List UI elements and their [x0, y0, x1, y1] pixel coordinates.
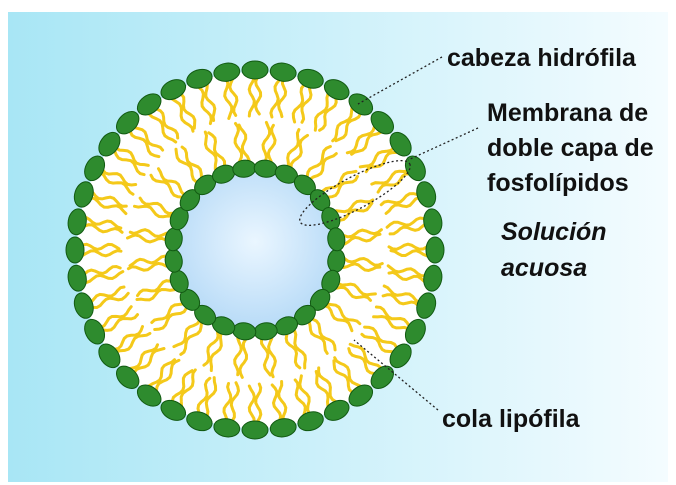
phospholipid-head	[426, 237, 444, 263]
tail-label: cola lipófila	[442, 402, 580, 436]
membrane-label-line1: Membrana de	[487, 96, 648, 130]
head-label: cabeza hidrófila	[447, 41, 636, 75]
membrane-label-line3: fosfolípidos	[487, 166, 629, 200]
phospholipid-head	[66, 237, 84, 263]
phospholipid-head	[242, 61, 268, 79]
solution-label-line2: acuosa	[501, 251, 587, 285]
solution-label-line1: Solución	[501, 215, 607, 249]
phospholipid-head	[242, 421, 268, 439]
membrane-label-line2: doble capa de	[487, 131, 654, 165]
